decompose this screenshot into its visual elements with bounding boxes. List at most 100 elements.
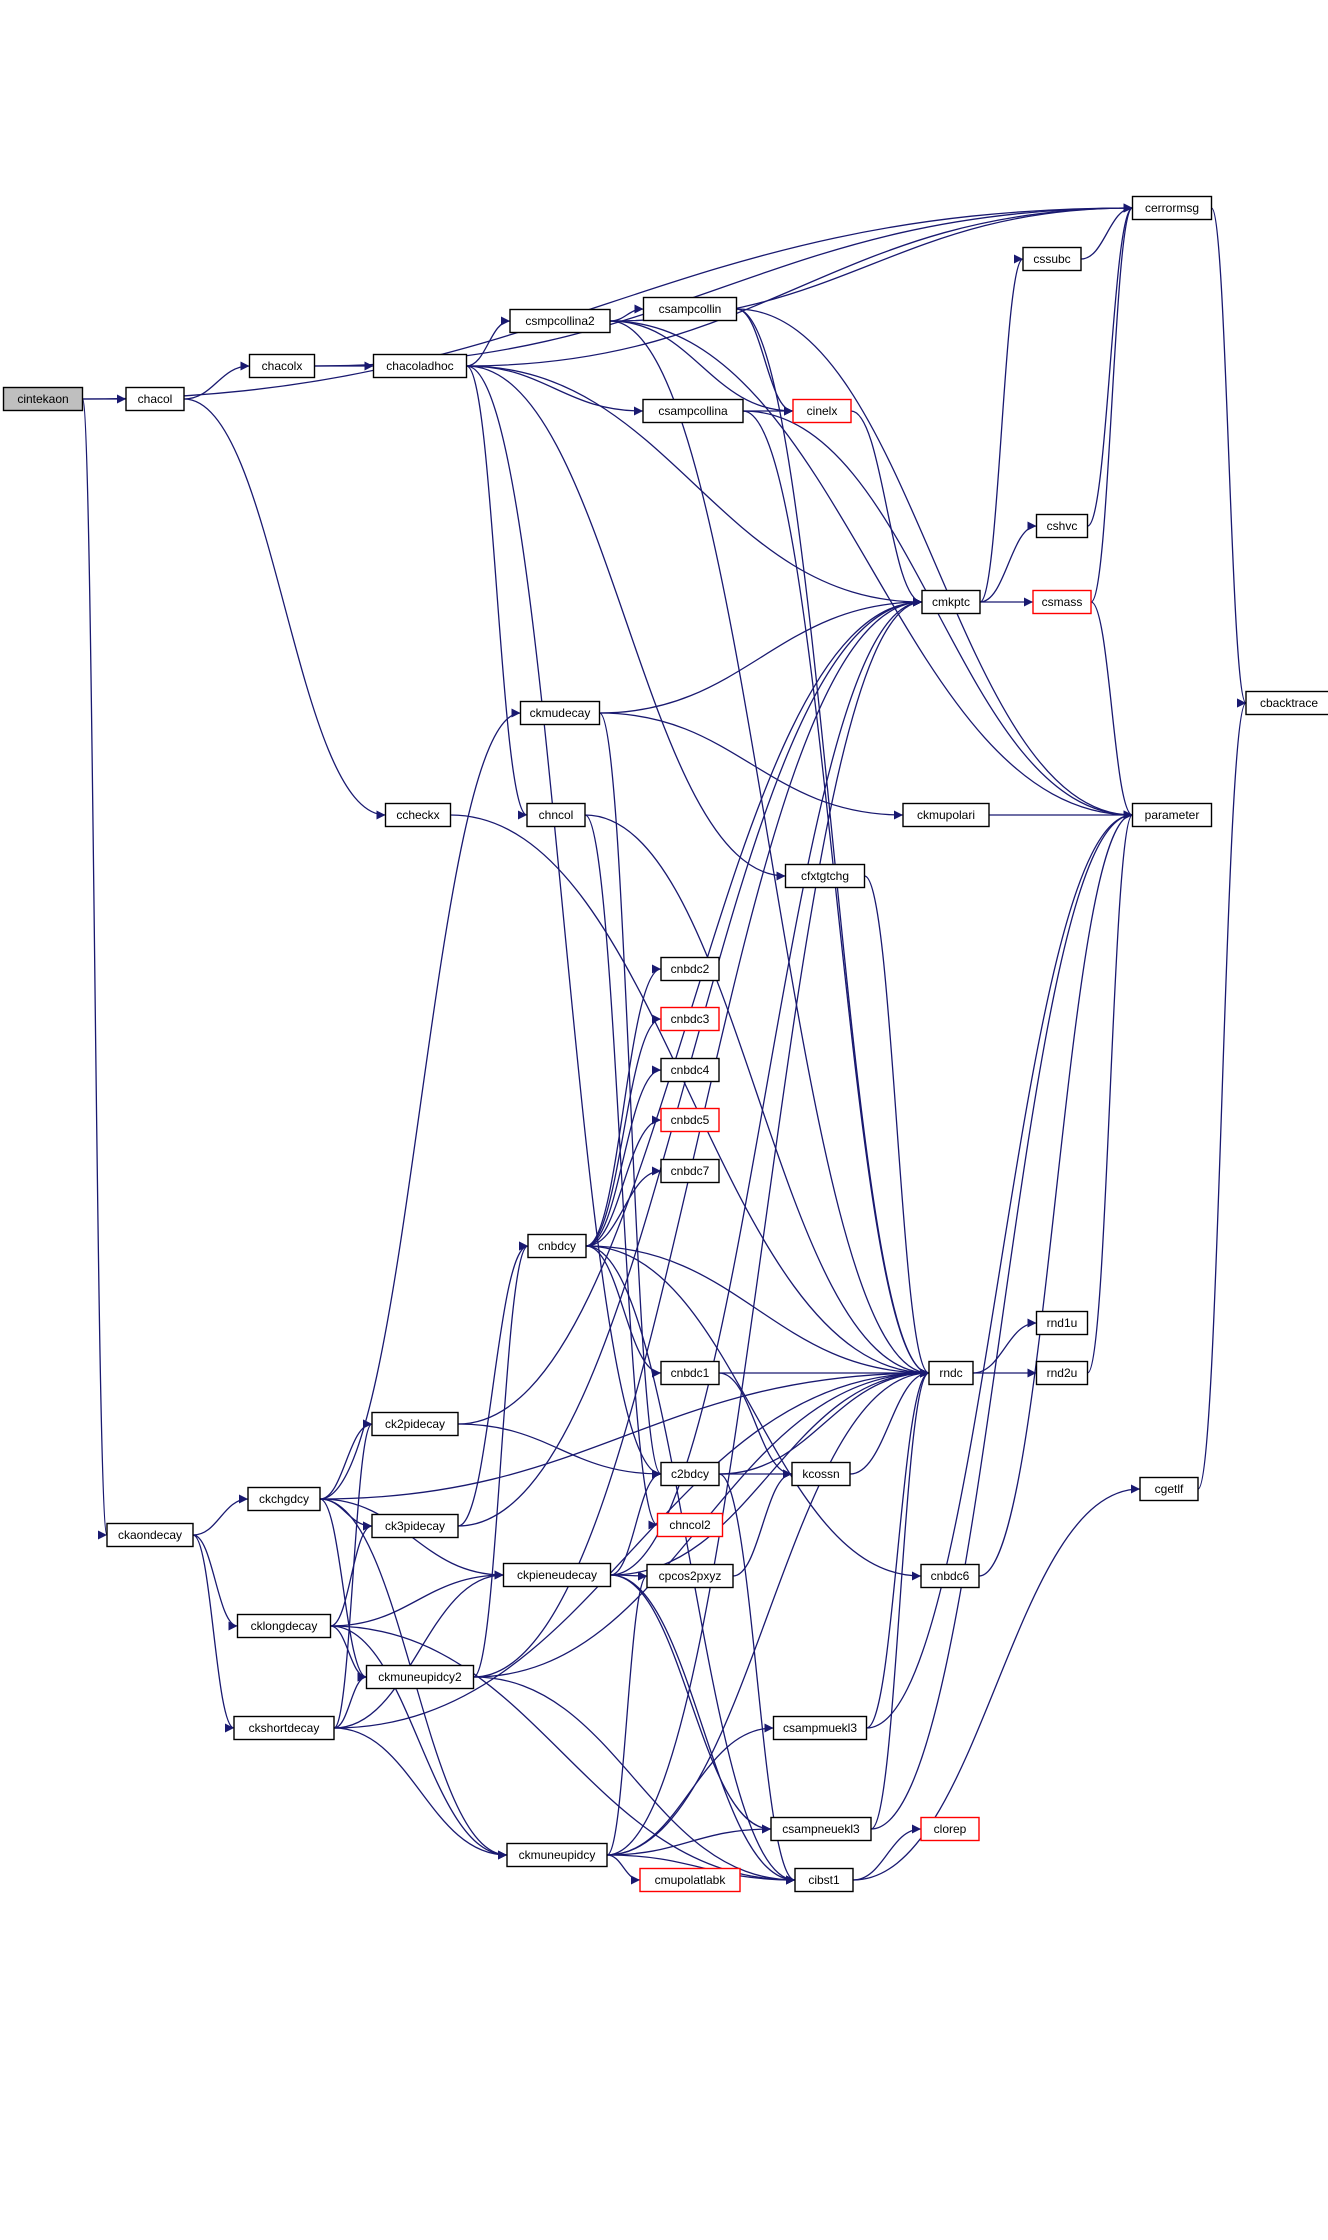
- edge-ckshortdecay-to-rndc: [333, 1368, 930, 1729]
- edge-path: [1086, 810, 1134, 1374]
- node-csampmuekl3[interactable]: csampmuekl3: [772, 1715, 868, 1741]
- node-ckchgdcy[interactable]: ckchgdcy: [247, 1486, 321, 1512]
- edge-chacoladhoc-to-cfxtgtchg: [466, 365, 786, 881]
- node-cbacktrace[interactable]: cbacktrace: [1245, 690, 1328, 716]
- edge-ckpieneudecay-to-cibst1: [610, 1574, 796, 1885]
- node-box: [772, 1715, 868, 1741]
- edge-csampcollin-to-parameter: [736, 308, 1133, 820]
- node-label: ckmuneupidcy: [519, 1848, 596, 1862]
- edge-path: [599, 712, 904, 820]
- node-cnbdc3[interactable]: cnbdc3: [660, 1006, 720, 1032]
- node-cnbdc4[interactable]: cnbdc4: [660, 1057, 720, 1083]
- node-cmkptc[interactable]: cmkptc: [921, 589, 981, 615]
- node-box: [372, 353, 468, 379]
- node-chacol[interactable]: chacol: [125, 386, 185, 412]
- edge-csmass-to-cerrormsg: [1090, 203, 1134, 603]
- edge-path: [609, 320, 1133, 820]
- node-ckmuneupidcy2[interactable]: ckmuneupidcy2: [365, 1664, 475, 1690]
- edge-path: [333, 1419, 373, 1729]
- node-label: cnbdc2: [671, 962, 710, 976]
- edge-cshvc-to-cerrormsg: [1086, 203, 1134, 527]
- node-cshvc[interactable]: cshvc: [1035, 513, 1089, 539]
- node-label: cklongdecay: [251, 1619, 318, 1633]
- node-box: [660, 1006, 720, 1032]
- node-ck3pidecay[interactable]: ck3pidecay: [371, 1513, 459, 1539]
- node-csampcollina[interactable]: csampcollina: [642, 398, 744, 424]
- node-cnbdc5[interactable]: cnbdc5: [660, 1107, 720, 1133]
- node-cnbdc1[interactable]: cnbdc1: [660, 1360, 720, 1386]
- edge-path: [330, 1625, 796, 1885]
- node-cgetlf[interactable]: cgetlf: [1139, 1476, 1199, 1502]
- edge-path: [866, 1368, 930, 1729]
- node-box: [371, 1411, 459, 1437]
- edge-path: [450, 814, 930, 1378]
- node-label: ckchgdcy: [259, 1492, 309, 1506]
- node-ckpieneudecay[interactable]: ckpieneudecay: [502, 1562, 612, 1588]
- node-csampcollin[interactable]: csampcollin: [642, 296, 738, 322]
- node-kcossn[interactable]: kcossn: [791, 1461, 851, 1487]
- node-box: [248, 353, 316, 379]
- node-rnd1u[interactable]: rnd1u: [1035, 1310, 1089, 1336]
- node-label: cintekaon: [17, 392, 68, 406]
- node-cnbdc2[interactable]: cnbdc2: [660, 956, 720, 982]
- node-box: [509, 308, 611, 334]
- node-chacoladhoc[interactable]: chacoladhoc: [372, 353, 468, 379]
- node-label: rnd2u: [1047, 1366, 1078, 1380]
- node-cibst1[interactable]: cibst1: [794, 1867, 854, 1893]
- node-ccheckx[interactable]: ccheckx: [384, 802, 452, 828]
- node-cnbdcy[interactable]: cnbdcy: [527, 1233, 587, 1259]
- edge-path: [585, 1065, 662, 1247]
- node-cmupolatlabk[interactable]: cmupolatlabk: [639, 1867, 741, 1893]
- edge-path: [319, 708, 521, 1500]
- node-csampneuekl3[interactable]: csampneuekl3: [770, 1816, 872, 1842]
- node-cssubc[interactable]: cssubc: [1022, 246, 1082, 272]
- edge-path: [736, 308, 794, 416]
- node-chncol2[interactable]: chncol2: [656, 1512, 724, 1538]
- node-ckmuneupidcy[interactable]: ckmuneupidcy: [506, 1842, 608, 1868]
- node-chncol[interactable]: chncol: [526, 802, 586, 828]
- edge-ckpieneudecay-to-csampneuekl3: [610, 1574, 772, 1834]
- node-label: ckpieneudecay: [517, 1568, 597, 1582]
- edge-path: [606, 1824, 772, 1856]
- node-ckshortdecay[interactable]: ckshortdecay: [233, 1715, 335, 1741]
- node-box: [365, 1664, 475, 1690]
- node-csmass[interactable]: csmass: [1032, 589, 1092, 615]
- edge-cnbdc1-to-kcossn: [718, 1372, 793, 1479]
- edge-ckmuneupidcy2-to-cmkptc: [473, 597, 923, 1678]
- node-rndc[interactable]: rndc: [928, 1360, 974, 1386]
- node-cinelx[interactable]: cinelx: [792, 398, 852, 424]
- edge-path: [870, 810, 1133, 1830]
- edge-c2bdcy-to-rndc: [718, 1368, 930, 1475]
- node-ckaondecay[interactable]: ckaondecay: [106, 1522, 194, 1548]
- node-ck2pidecay[interactable]: ck2pidecay: [371, 1411, 459, 1437]
- node-cnbdc6[interactable]: cnbdc6: [920, 1563, 980, 1589]
- edge-ckmuneupidcy-to-cibst1: [606, 1854, 796, 1885]
- node-chacolx[interactable]: chacolx: [248, 353, 316, 379]
- node-rnd2u[interactable]: rnd2u: [1035, 1360, 1089, 1386]
- edge-cnbdcy-to-cnbdc3: [585, 1014, 662, 1247]
- node-ckmudecay[interactable]: ckmudecay: [519, 700, 601, 726]
- node-label: cnbdc1: [671, 1366, 710, 1380]
- node-cpcos2pxyz[interactable]: cpcos2pxyz: [646, 1563, 734, 1589]
- node-cklongdecay[interactable]: cklongdecay: [236, 1613, 332, 1639]
- node-label: cnbdc4: [671, 1063, 710, 1077]
- edge-path: [585, 1245, 930, 1378]
- node-csmpcollina2[interactable]: csmpcollina2: [509, 308, 611, 334]
- node-clorep[interactable]: clorep: [920, 1816, 980, 1842]
- edge-ckmuneupidcy-to-cpcos2pxyz: [606, 1571, 648, 1856]
- node-ckmupolari[interactable]: ckmupolari: [902, 802, 990, 828]
- edge-rnd2u-to-parameter: [1086, 810, 1134, 1374]
- edge-path: [333, 1570, 504, 1729]
- node-label: csampneuekl3: [782, 1822, 860, 1836]
- edge-ckmudecay-to-c2bdcy: [598, 712, 662, 1479]
- edge-path: [1197, 698, 1247, 1490]
- edge-path: [606, 1368, 930, 1856]
- node-cnbdc7[interactable]: cnbdc7: [660, 1158, 720, 1184]
- node-c2bdcy[interactable]: c2bdcy: [660, 1461, 720, 1487]
- node-parameter[interactable]: parameter: [1131, 802, 1213, 828]
- node-label: chacol: [138, 392, 173, 406]
- node-cerrormsg[interactable]: cerrormsg: [1131, 195, 1213, 221]
- node-cfxtgtchg[interactable]: cfxtgtchg: [784, 863, 866, 889]
- edge-cklongdecay-to-ck3pidecay: [330, 1521, 373, 1627]
- node-box: [660, 1057, 720, 1083]
